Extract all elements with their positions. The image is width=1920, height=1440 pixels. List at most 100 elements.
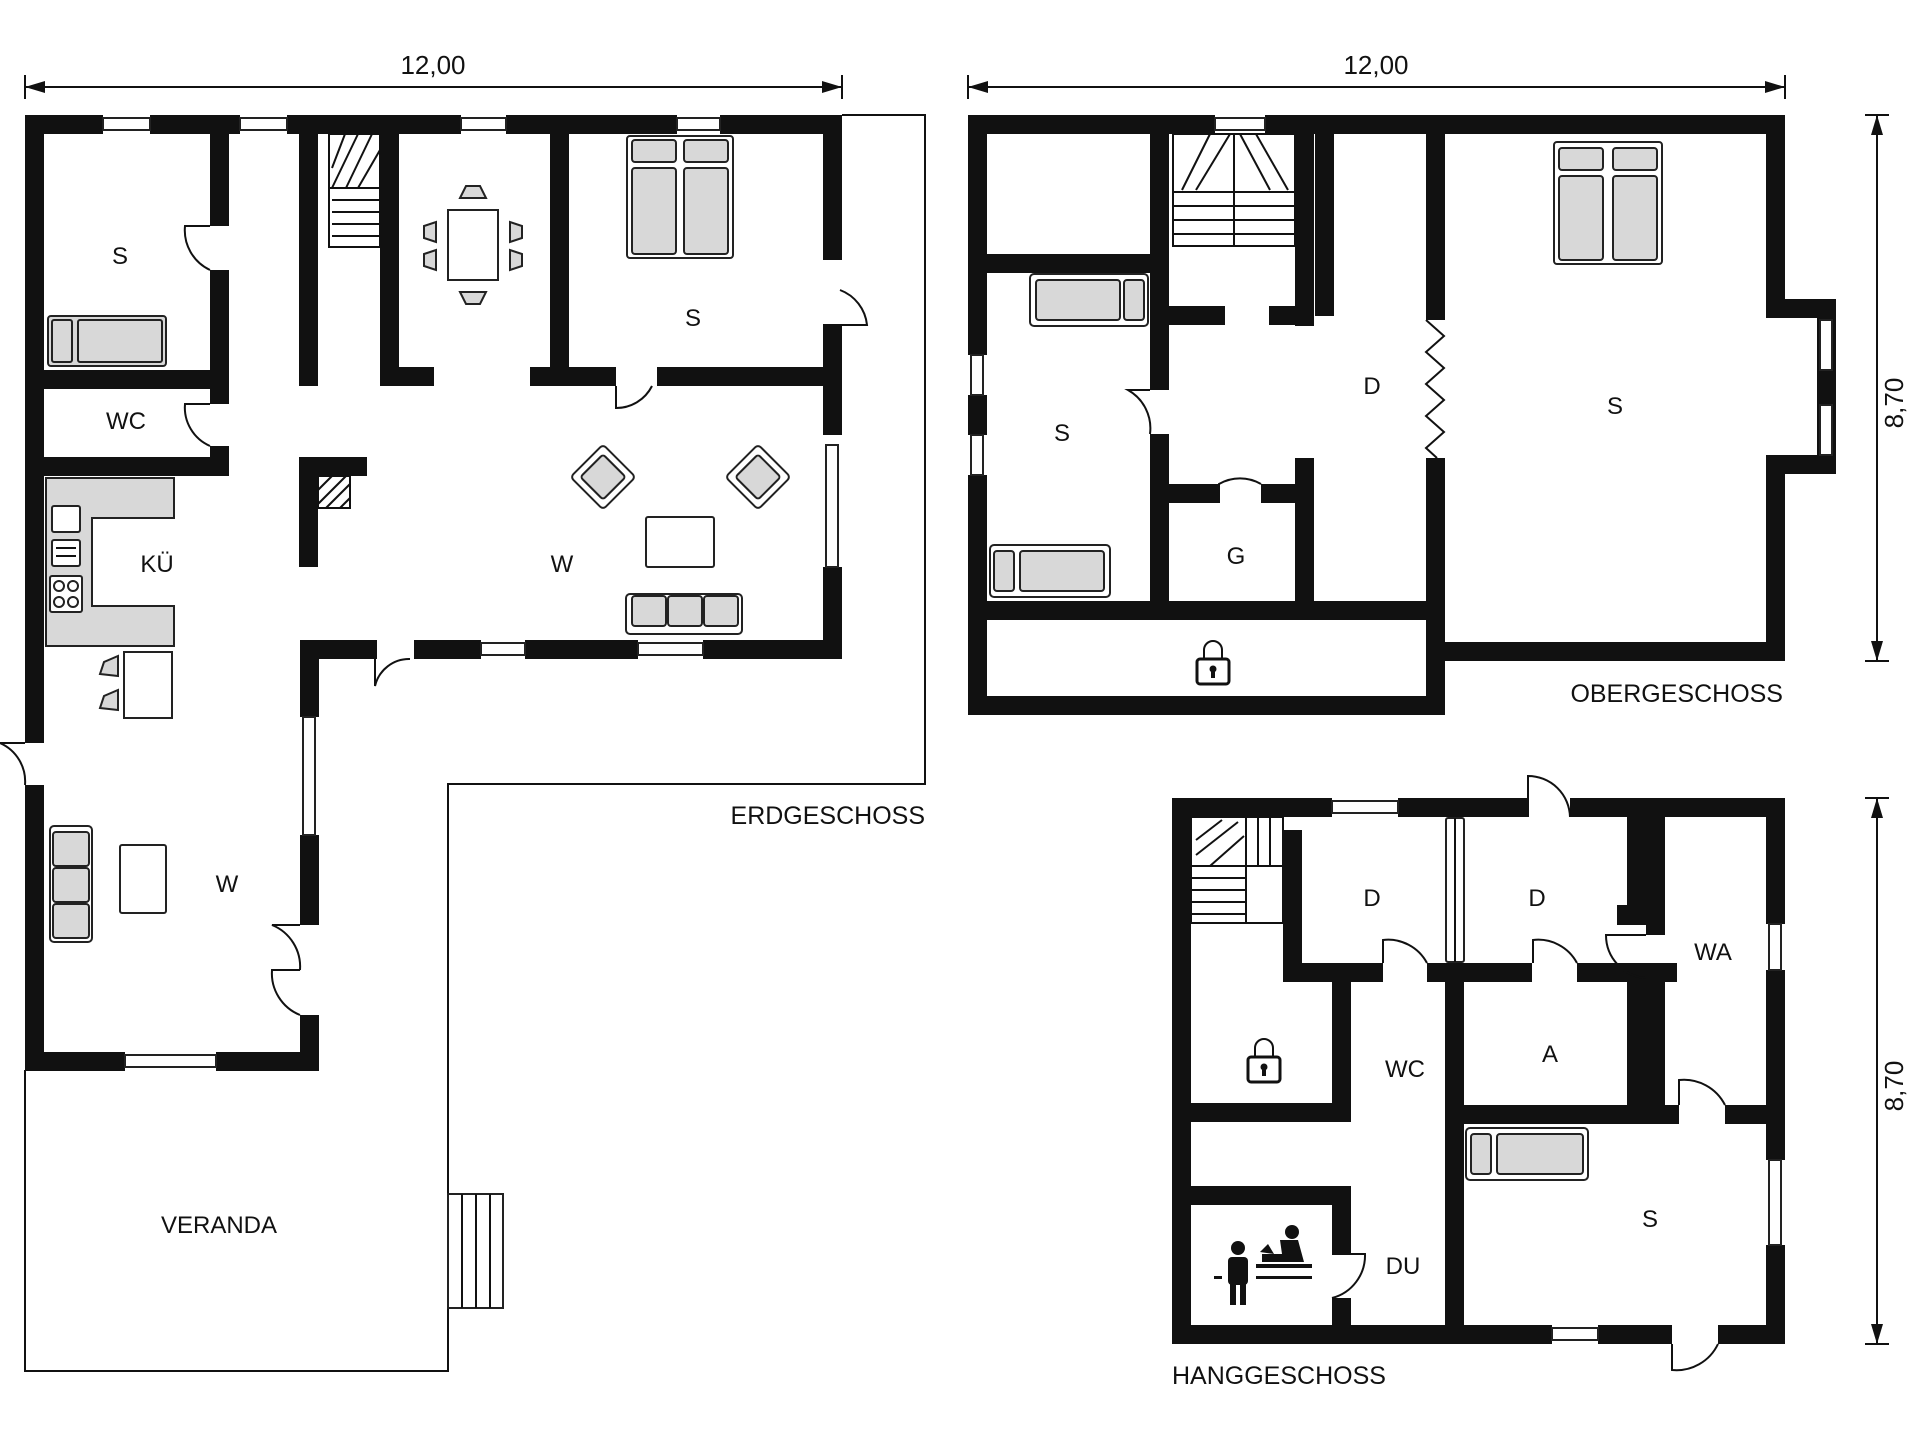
room-label: S xyxy=(1642,1206,1658,1233)
dimension-lines: 12,00 12,00 8,70 8,70 xyxy=(24,50,1909,1345)
folding-partition xyxy=(1424,319,1446,459)
room-label: KÜ xyxy=(140,551,173,578)
ground-interior-walls xyxy=(44,134,842,567)
door-icon xyxy=(823,289,869,326)
window-icon xyxy=(1768,923,1782,971)
slope-windows xyxy=(1331,800,1782,1341)
stairs-icon xyxy=(1190,816,1284,924)
slope-doors xyxy=(1331,774,1726,1372)
armchair-icon xyxy=(571,445,635,509)
room-label: S xyxy=(1054,420,1070,447)
window-icon xyxy=(825,444,839,568)
stove-icon xyxy=(49,575,83,613)
bed-icon xyxy=(626,135,734,259)
room-label: D xyxy=(1528,885,1545,912)
dimension-label: 8,70 xyxy=(1879,378,1909,429)
door-icon xyxy=(1218,477,1262,503)
ground-floor: S S WC KÜ W W VERANDA ERDGESCHOSS xyxy=(0,114,926,1372)
upper-doors xyxy=(1124,389,1262,503)
room-label: WC xyxy=(1385,1056,1425,1083)
kitchen-table xyxy=(98,651,173,719)
floor-title: HANGGESCHOSS xyxy=(1172,1362,1386,1390)
door-icon xyxy=(271,924,302,971)
window-icon xyxy=(1331,800,1399,814)
door-icon xyxy=(1678,1078,1726,1106)
upper-floor: S D S G OBERGESCHOSS xyxy=(968,115,1836,715)
ground-room-labels: S S WC KÜ W W VERANDA xyxy=(106,243,701,1239)
room-label: G xyxy=(1227,543,1246,570)
door-icon xyxy=(1532,938,1578,964)
sauna-icon xyxy=(1214,1225,1312,1305)
lock-icon xyxy=(1195,640,1231,686)
sink-icon xyxy=(51,505,81,533)
window-icon xyxy=(460,117,507,131)
window-icon xyxy=(480,642,526,656)
terrace-outline xyxy=(24,114,926,1372)
window-icon xyxy=(102,117,151,131)
slope-room-labels: D D WA WC A S DU xyxy=(1363,885,1732,1280)
window-icon xyxy=(1768,1159,1782,1246)
door-icon xyxy=(615,385,653,410)
room-label: A xyxy=(1542,1041,1558,1068)
window-icon xyxy=(970,434,984,476)
door-icon xyxy=(1604,934,1647,979)
armchair-icon xyxy=(726,445,790,509)
door-icon xyxy=(1671,1343,1719,1372)
dimension-label: 12,00 xyxy=(400,50,465,80)
window-icon xyxy=(1819,319,1833,371)
window-icon xyxy=(1551,1327,1599,1341)
door-icon xyxy=(374,657,411,687)
window-icon xyxy=(302,716,316,836)
window-icon xyxy=(1214,117,1266,131)
room-label: W xyxy=(551,551,574,578)
slope-interior-walls xyxy=(1191,817,1785,1344)
window-icon xyxy=(1819,404,1833,456)
slope-floor: D D WA WC A S DU HANGGESCHOSS xyxy=(1172,774,1785,1390)
window-icon xyxy=(637,642,704,656)
room-label: D xyxy=(1363,885,1380,912)
sofa-icon xyxy=(1465,1127,1589,1181)
dimension-width-left: 12,00 xyxy=(24,50,843,99)
door-icon xyxy=(1331,1253,1367,1299)
room-label: WA xyxy=(1694,939,1732,966)
stairs-icon xyxy=(328,133,381,248)
coffee-table xyxy=(119,844,167,914)
door-icon xyxy=(0,742,27,786)
sofa-icon xyxy=(49,825,93,943)
sofa-icon xyxy=(625,593,743,635)
stairs-icon xyxy=(1172,133,1296,247)
upper-exterior-walls xyxy=(968,115,1836,715)
door-icon xyxy=(270,969,301,1016)
coffee-table xyxy=(645,516,715,568)
room-label: S xyxy=(685,305,701,332)
room-label: DU xyxy=(1386,1253,1421,1280)
door-icon xyxy=(1382,938,1428,964)
bed-icon xyxy=(1553,141,1663,265)
room-label: WC xyxy=(106,408,146,435)
upper-room-labels: S D S G xyxy=(1054,373,1623,570)
room-label: W xyxy=(216,871,239,898)
upper-interior-walls xyxy=(987,134,1445,620)
fireplace-icon xyxy=(317,475,351,509)
ground-doors xyxy=(0,225,869,1016)
window-icon xyxy=(239,117,288,131)
room-label: S xyxy=(1607,393,1623,420)
room-label: S xyxy=(112,243,128,270)
dimension-height-upper: 8,70 xyxy=(1865,114,1909,662)
room-label: D xyxy=(1363,373,1380,400)
lock-icon xyxy=(1246,1038,1282,1084)
upper-furniture xyxy=(989,141,1663,598)
sofa-icon xyxy=(989,544,1111,598)
sofa-icon xyxy=(1029,273,1149,327)
room-label: VERANDA xyxy=(161,1212,277,1239)
ground-windows xyxy=(102,117,839,1068)
window-icon xyxy=(124,1054,217,1068)
dining-table xyxy=(423,185,523,305)
ground-exterior-walls xyxy=(25,115,842,1071)
door-icon xyxy=(183,403,211,447)
kitchen-counter xyxy=(45,477,175,647)
door-icon xyxy=(1124,389,1152,435)
door-icon xyxy=(183,225,211,271)
dimension-label: 12,00 xyxy=(1343,50,1408,80)
